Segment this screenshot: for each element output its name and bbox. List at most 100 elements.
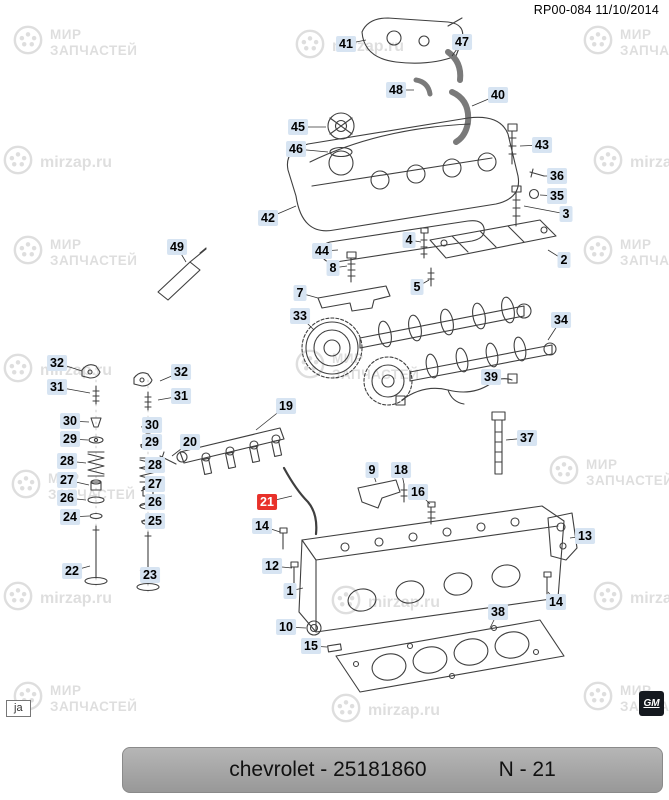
callout-36[interactable]: 36 bbox=[547, 168, 567, 184]
callout-2[interactable]: 2 bbox=[557, 252, 571, 268]
callout-33[interactable]: 33 bbox=[290, 308, 310, 324]
part-camshaft-intake bbox=[301, 296, 532, 379]
part-fuel-rail bbox=[176, 427, 285, 475]
callout-26[interactable]: 26 bbox=[57, 490, 77, 506]
part-stud-8 bbox=[346, 251, 357, 283]
callout-15[interactable]: 15 bbox=[301, 638, 321, 654]
callout-40[interactable]: 40 bbox=[488, 87, 508, 103]
part-plug-10 bbox=[306, 620, 322, 636]
part-sealant-tube bbox=[157, 247, 207, 301]
footer-position-number: N - 21 bbox=[498, 758, 556, 781]
callout-28[interactable]: 28 bbox=[145, 457, 165, 473]
callout-48[interactable]: 48 bbox=[386, 82, 406, 98]
callout-27[interactable]: 27 bbox=[145, 476, 165, 492]
callout-27[interactable]: 27 bbox=[57, 472, 77, 488]
callout-49[interactable]: 49 bbox=[167, 239, 187, 255]
part-dowel-15 bbox=[327, 643, 342, 653]
callout-25[interactable]: 25 bbox=[145, 513, 165, 529]
language-badge: ja bbox=[6, 700, 31, 717]
callout-24[interactable]: 24 bbox=[60, 509, 80, 525]
callout-23[interactable]: 23 bbox=[140, 567, 160, 583]
part-elbow-48 bbox=[413, 77, 433, 97]
part-hose-40 bbox=[449, 89, 472, 145]
part-stud-18 bbox=[400, 483, 408, 503]
part-bracket-9 bbox=[357, 479, 401, 509]
callout-41[interactable]: 41 bbox=[336, 36, 356, 52]
mir-zapchastei-logo-icon bbox=[582, 234, 614, 271]
part-bolt-3 bbox=[511, 185, 522, 227]
callout-44[interactable]: 44 bbox=[312, 243, 332, 259]
callout-28[interactable]: 28 bbox=[57, 453, 77, 469]
callout-20[interactable]: 20 bbox=[180, 434, 200, 450]
document-reference: RP00-084 11/10/2014 bbox=[533, 3, 659, 17]
watermark-mirzap-ru: mirzap.ru bbox=[592, 580, 669, 617]
callout-42[interactable]: 42 bbox=[258, 210, 278, 226]
callout-4[interactable]: 4 bbox=[402, 232, 416, 248]
callout-18[interactable]: 18 bbox=[391, 462, 411, 478]
callout-7[interactable]: 7 bbox=[293, 285, 307, 301]
mir-zapchastei-logo-icon bbox=[2, 352, 34, 389]
part-stud-36 bbox=[529, 168, 545, 178]
part-bolt-4 bbox=[420, 227, 429, 259]
callout-30[interactable]: 30 bbox=[60, 413, 80, 429]
callout-30[interactable]: 30 bbox=[142, 417, 162, 433]
footer-bar: chevrolet - 25181860 N - 21 bbox=[122, 747, 663, 793]
callout-8[interactable]: 8 bbox=[326, 260, 340, 276]
part-fuel-pipe-21 bbox=[282, 466, 318, 536]
callout-16[interactable]: 16 bbox=[408, 484, 428, 500]
mir-zapchastei-logo-icon bbox=[12, 234, 44, 271]
part-cap-seal bbox=[329, 146, 353, 158]
callout-26[interactable]: 26 bbox=[145, 494, 165, 510]
callout-31[interactable]: 31 bbox=[47, 379, 67, 395]
callout-34[interactable]: 34 bbox=[551, 312, 571, 328]
gm-logo: GM bbox=[639, 691, 664, 716]
callout-46[interactable]: 46 bbox=[286, 141, 306, 157]
mir-zapchastei-logo-icon bbox=[582, 24, 614, 61]
callout-13[interactable]: 13 bbox=[575, 528, 595, 544]
callout-37[interactable]: 37 bbox=[517, 430, 537, 446]
mir-zapchastei-logo-icon bbox=[294, 28, 326, 65]
watermark-mirzap-ru: mirzap.ru bbox=[592, 144, 669, 181]
callout-39[interactable]: 39 bbox=[481, 369, 501, 385]
mir-zapchastei-logo-icon bbox=[330, 692, 362, 729]
callout-12[interactable]: 12 bbox=[262, 558, 282, 574]
callout-45[interactable]: 45 bbox=[288, 119, 308, 135]
mir-zapchastei-logo-icon bbox=[12, 24, 44, 61]
callout-9[interactable]: 9 bbox=[365, 462, 379, 478]
part-bracket-13 bbox=[547, 512, 578, 561]
callout-47[interactable]: 47 bbox=[452, 34, 472, 50]
watermark-mirzap-ru: mirzap.ru bbox=[2, 144, 112, 181]
callout-43[interactable]: 43 bbox=[532, 137, 552, 153]
callout-19[interactable]: 19 bbox=[276, 398, 296, 414]
callout-32[interactable]: 32 bbox=[47, 355, 67, 371]
callout-32[interactable]: 32 bbox=[171, 364, 191, 380]
mir-zapchastei-logo-icon bbox=[592, 580, 624, 617]
callout-22[interactable]: 22 bbox=[62, 563, 82, 579]
part-bolt-43 bbox=[507, 123, 518, 165]
callout-1[interactable]: 1 bbox=[283, 583, 297, 599]
callout-35[interactable]: 35 bbox=[547, 188, 567, 204]
callout-14[interactable]: 14 bbox=[546, 594, 566, 610]
callout-21-selected[interactable]: 21 bbox=[257, 494, 277, 510]
part-bracket-7 bbox=[317, 285, 391, 312]
callout-3[interactable]: 3 bbox=[559, 206, 573, 222]
part-stud-5 bbox=[427, 267, 435, 287]
part-stud-16 bbox=[427, 501, 436, 525]
part-nut-35 bbox=[528, 188, 540, 200]
callout-38[interactable]: 38 bbox=[488, 604, 508, 620]
part-cam-carrier bbox=[429, 219, 557, 259]
callout-31[interactable]: 31 bbox=[171, 388, 191, 404]
callout-10[interactable]: 10 bbox=[276, 619, 296, 635]
callout-14[interactable]: 14 bbox=[252, 518, 272, 534]
callout-5[interactable]: 5 bbox=[410, 279, 424, 295]
callout-29[interactable]: 29 bbox=[142, 434, 162, 450]
callout-29[interactable]: 29 bbox=[60, 431, 80, 447]
part-bolt-14b bbox=[543, 571, 552, 595]
